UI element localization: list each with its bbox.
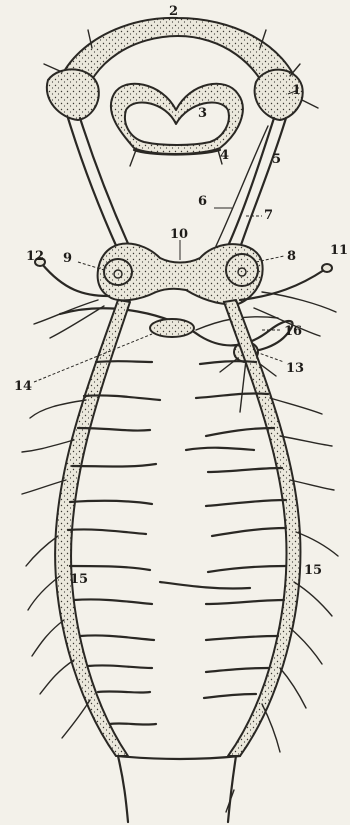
label-9: 9: [63, 251, 72, 266]
inner-lobed-ganglion: [111, 84, 243, 154]
right-lateral-twig: [262, 292, 336, 312]
right-connective-inner: [228, 118, 274, 246]
visceral-ganglion: [150, 319, 194, 337]
posterior-commissure: [118, 756, 240, 759]
label-5: 5: [272, 152, 281, 167]
label-2: 2: [169, 4, 178, 19]
label-7: 7: [264, 208, 273, 223]
tail-nerve-left: [118, 756, 128, 822]
label-14: 14: [14, 379, 32, 394]
left-cerebral-ganglion: [47, 69, 99, 120]
label-10: 10: [170, 227, 188, 242]
sprig-left-1: [44, 64, 62, 72]
subbranch-left: [130, 150, 136, 166]
label-15-right: 15: [304, 563, 322, 578]
leader-13: [256, 352, 284, 362]
vg-twig-1: [240, 360, 246, 412]
left-lateral-lobe: [104, 259, 132, 285]
label-4: 4: [220, 148, 229, 163]
tail-nerve-right: [228, 756, 236, 822]
label-11: 11: [330, 243, 348, 258]
left-connective-outer: [68, 118, 118, 250]
label-6: 6: [198, 194, 207, 209]
left-connective-inner: [80, 118, 130, 248]
right-lateral-lobe: [226, 254, 258, 286]
right-antenna-tip: [322, 264, 332, 272]
sprig-right-3: [302, 100, 318, 108]
label-8: 8: [287, 249, 296, 264]
label-16: 16: [284, 324, 302, 339]
label-1: 1: [292, 83, 301, 98]
label-13: 13: [286, 361, 304, 376]
label-15-left: 15: [70, 572, 88, 587]
label-12: 12: [26, 249, 44, 264]
label-3: 3: [198, 106, 207, 121]
